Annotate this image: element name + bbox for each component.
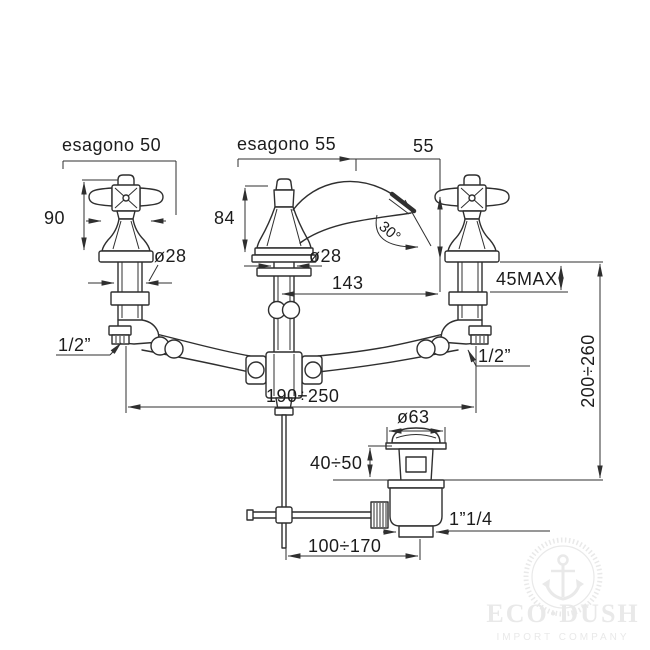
dim-90-label: 90	[44, 208, 65, 228]
dimension-annotations: esagono 50 90 esagono 55 55 84 ø28 ø28 1…	[44, 134, 603, 560]
watermark-subtitle-text: IMPORT COMPANY	[496, 632, 629, 643]
dim-190-250-label: 190÷250	[266, 386, 339, 406]
popup-rod-drawing	[246, 414, 374, 549]
dim-55-label: 55	[413, 136, 434, 156]
dim-84-label: 84	[214, 208, 235, 228]
dim-200-260-label: 200÷260	[578, 334, 598, 407]
left-handle-drawing	[88, 174, 164, 263]
spout-drawing	[251, 178, 417, 263]
conn-right-label: 1/2”	[478, 346, 511, 366]
angle-30-label: 30°	[375, 218, 403, 246]
dia-28-left-label: ø28	[154, 246, 187, 266]
dim-esagono-50-label: esagono 50	[62, 135, 161, 155]
anchor-icon	[523, 537, 603, 617]
thread-1-14-label: 1”1/4	[449, 509, 493, 529]
underdeck-piping	[108, 261, 492, 416]
dim-143-label: 143	[332, 273, 364, 293]
dia-63-label: ø63	[397, 407, 430, 427]
dia-28-mid-label: ø28	[309, 246, 342, 266]
dim-45max-label: 45MAX	[496, 269, 558, 289]
drain-drawing	[370, 427, 447, 538]
dim-40-50-label: 40÷50	[310, 453, 362, 473]
brand-watermark: ECO·DUSH IMPORT COMPANY	[486, 537, 639, 643]
right-handle-drawing	[434, 174, 510, 263]
conn-left-label: 1/2”	[58, 335, 91, 355]
dim-100-170-label: 100÷170	[308, 536, 381, 556]
watermark-brand-text: ECO·DUSH	[486, 599, 639, 628]
dim-esagono-55-label: esagono 55	[237, 134, 336, 154]
